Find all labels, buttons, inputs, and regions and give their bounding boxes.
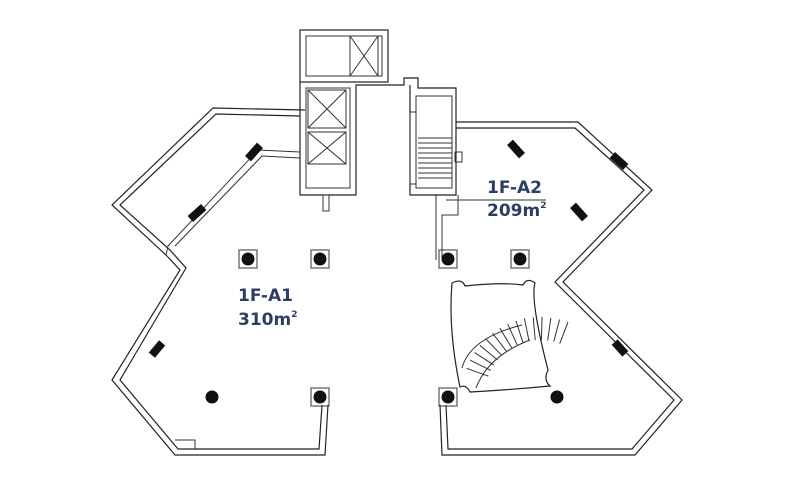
column xyxy=(313,390,327,404)
column xyxy=(550,390,564,404)
right-wing-walls xyxy=(435,121,683,456)
columns xyxy=(205,249,564,407)
spiral-stair xyxy=(466,317,569,377)
unit-area: 209m2 xyxy=(487,201,546,221)
column-frame xyxy=(510,249,530,269)
unit-name: 1F-A1 xyxy=(238,286,293,306)
stair-core xyxy=(415,95,453,189)
column xyxy=(205,390,219,404)
unit-label-1f-a1: 1F-A1 310m2 xyxy=(238,286,297,330)
column xyxy=(513,252,527,266)
column-frame xyxy=(238,249,258,269)
atrium xyxy=(450,279,569,393)
column-frame xyxy=(310,249,330,269)
column-frame xyxy=(438,387,458,407)
left-wing-walls xyxy=(111,107,329,456)
elevator-1 xyxy=(307,89,347,129)
column xyxy=(313,252,327,266)
unit-area: 310m2 xyxy=(238,310,297,330)
wall-elements xyxy=(148,139,629,358)
column-frame xyxy=(438,249,458,269)
column xyxy=(241,252,255,266)
column xyxy=(441,390,455,404)
core-area xyxy=(299,29,463,212)
column-frame xyxy=(310,387,330,407)
unit-name: 1F-A2 xyxy=(487,178,542,198)
shaft-box xyxy=(299,29,389,83)
elevator-2 xyxy=(307,131,347,165)
unit-label-1f-a2: 1F-A2 209m2 xyxy=(487,178,546,221)
column xyxy=(441,252,455,266)
